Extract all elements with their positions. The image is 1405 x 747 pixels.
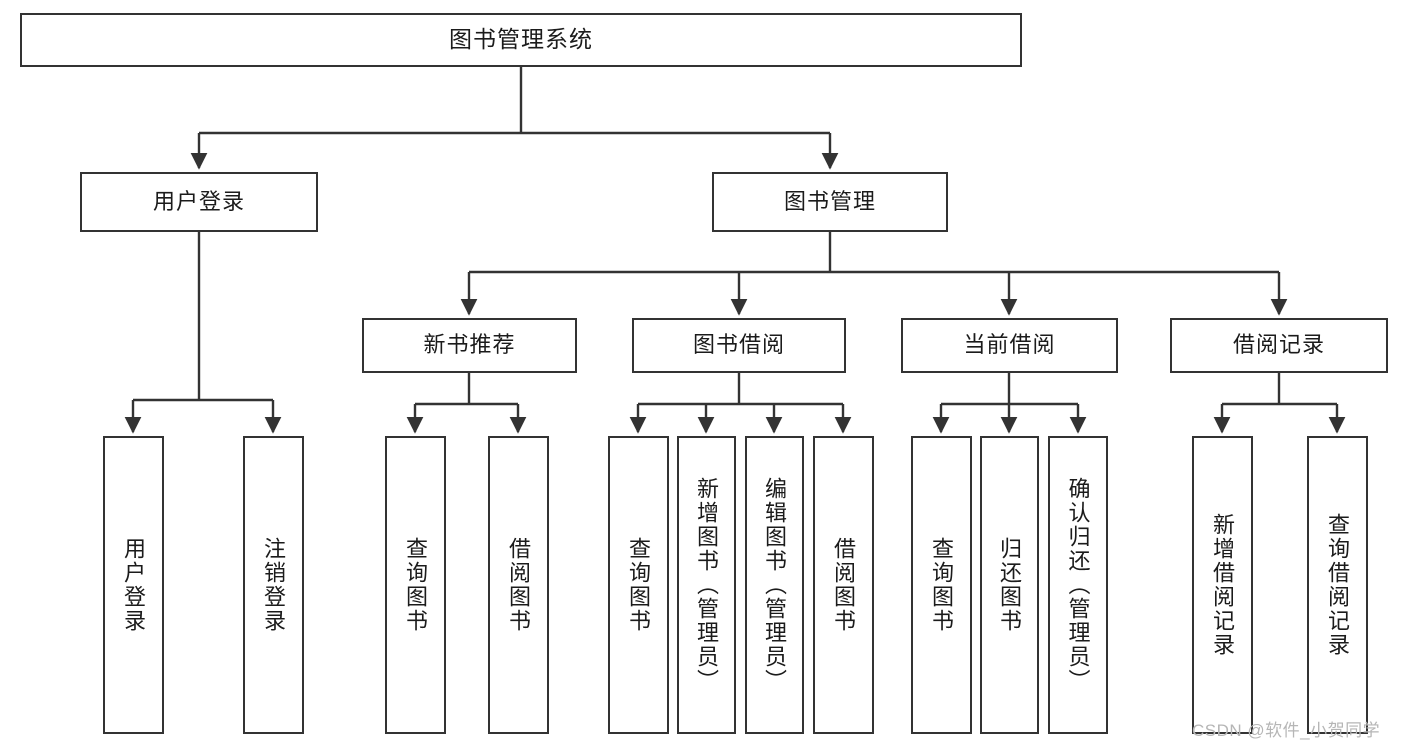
leaf-book-borrow-query[interactable]: 查询图书 (608, 436, 669, 734)
leaf-label: 确认归还（管理员） (1065, 477, 1091, 693)
leaf-current-borrow-confirm[interactable]: 确认归还（管理员） (1048, 436, 1108, 734)
leaf-new-book-query[interactable]: 查询图书 (385, 436, 446, 734)
leaf-book-borrow-add[interactable]: 新增图书（管理员） (677, 436, 736, 734)
leaf-new-book-borrow[interactable]: 借阅图书 (488, 436, 549, 734)
leaf-label: 借阅图书 (506, 537, 532, 633)
leaf-label: 归还图书 (997, 537, 1023, 633)
leaf-label: 借阅图书 (831, 537, 857, 633)
leaf-book-borrow-lend[interactable]: 借阅图书 (813, 436, 874, 734)
leaf-current-borrow-return[interactable]: 归还图书 (980, 436, 1039, 734)
node-book-borrow[interactable]: 图书借阅 (632, 318, 846, 373)
leaf-label: 查询图书 (403, 537, 429, 633)
leaf-borrow-record-add[interactable]: 新增借阅记录 (1192, 436, 1253, 734)
leaf-label: 查询借阅记录 (1325, 513, 1351, 657)
leaf-current-borrow-query[interactable]: 查询图书 (911, 436, 972, 734)
leaf-label: 查询图书 (626, 537, 652, 633)
node-user-login[interactable]: 用户登录 (80, 172, 318, 232)
leaf-label: 查询图书 (929, 537, 955, 633)
leaf-label: 注销登录 (261, 537, 287, 633)
leaf-user-login-login[interactable]: 用户登录 (103, 436, 164, 734)
leaf-book-borrow-edit[interactable]: 编辑图书（管理员） (745, 436, 804, 734)
watermark-credit: CSDN @软件_小贺同学 (1192, 721, 1381, 740)
node-borrow-record[interactable]: 借阅记录 (1170, 318, 1388, 373)
leaf-user-login-logout[interactable]: 注销登录 (243, 436, 304, 734)
leaf-label: 新增图书（管理员） (694, 477, 720, 693)
leaf-label: 编辑图书（管理员） (762, 477, 788, 693)
leaf-label: 新增借阅记录 (1210, 513, 1236, 657)
node-book-management[interactable]: 图书管理 (712, 172, 948, 232)
node-new-book-recommend[interactable]: 新书推荐 (362, 318, 577, 373)
leaf-borrow-record-query[interactable]: 查询借阅记录 (1307, 436, 1368, 734)
node-root-system[interactable]: 图书管理系统 (20, 13, 1022, 67)
leaf-label: 用户登录 (121, 537, 147, 633)
node-current-borrow[interactable]: 当前借阅 (901, 318, 1118, 373)
